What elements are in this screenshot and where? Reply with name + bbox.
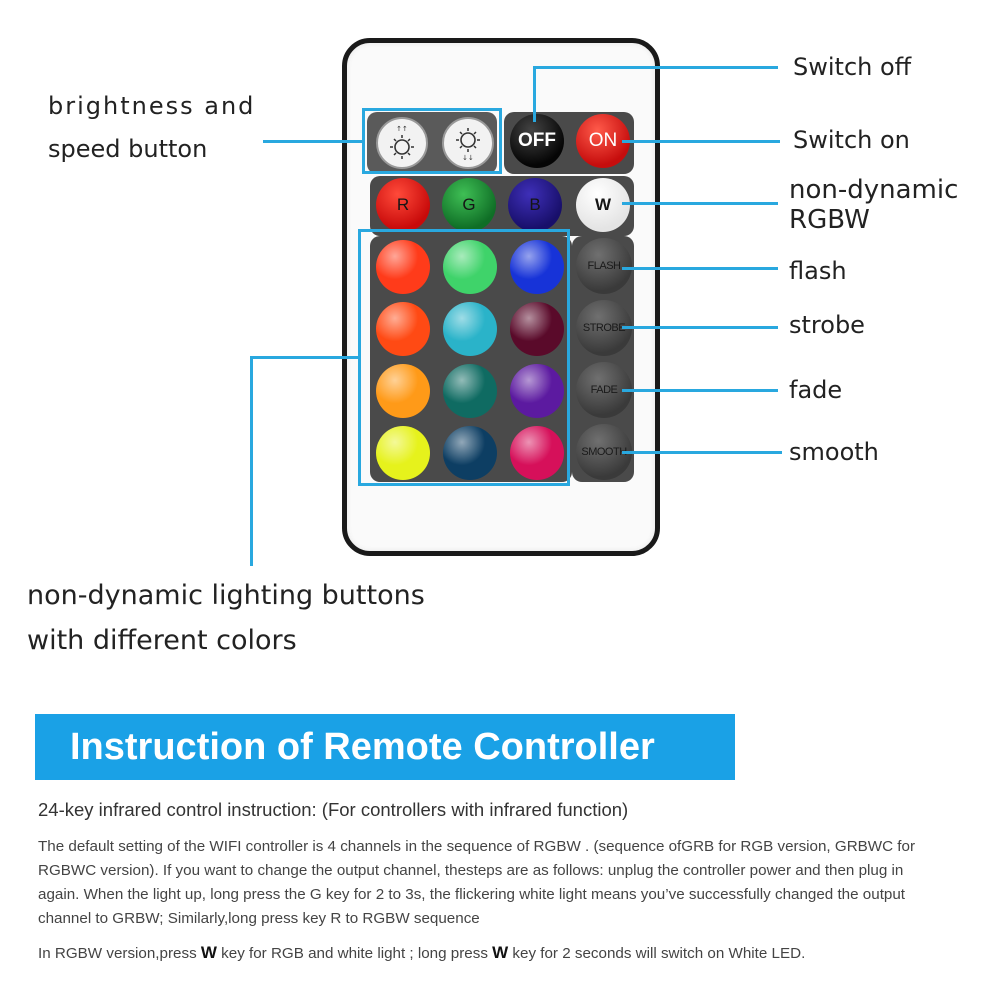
white-button[interactable]: W	[576, 178, 630, 232]
smooth-button-label: SMOOTH	[581, 446, 627, 458]
switch-on-callout-line	[622, 140, 780, 143]
smooth-callout-line	[622, 451, 782, 454]
color-button[interactable]	[443, 426, 497, 480]
rgbw-callout-line	[622, 202, 778, 205]
blue-button[interactable]: B	[508, 178, 562, 232]
switch-off-callout-line	[533, 66, 778, 69]
flash-button[interactable]: FLASH	[576, 238, 632, 294]
color-button[interactable]	[510, 302, 564, 356]
color-button[interactable]	[376, 302, 430, 356]
green-label: G	[462, 195, 476, 214]
lighting-callout-vertical	[250, 356, 253, 566]
strobe-callout-line	[622, 326, 778, 329]
non-dynamic-rgbw-label-line1: non-dynamic	[789, 175, 959, 205]
smooth-button[interactable]: SMOOTH	[576, 424, 632, 480]
color-grid-highlight-frame	[358, 229, 570, 486]
white-label: W	[594, 195, 612, 214]
lighting-label-line1: non-dynamic lighting buttons	[27, 580, 425, 611]
flash-label: flash	[789, 257, 847, 285]
instruction-w-key-note: In RGBW version,press W key for RGB and …	[38, 943, 958, 963]
color-button[interactable]	[443, 240, 497, 294]
brightness-up-icon: ↑↑	[390, 125, 414, 159]
brightness-label-line1: brightness and	[48, 92, 256, 120]
brightness-down-icon: ↓↓	[456, 128, 480, 162]
svg-text:↑↑: ↑↑	[396, 125, 408, 133]
color-button[interactable]	[443, 364, 497, 418]
fade-button-label: FADE	[590, 384, 618, 396]
switch-off-callout-vertical	[533, 66, 536, 122]
on-label: ON	[588, 130, 618, 151]
lighting-label-line2: with different colors	[27, 625, 297, 656]
color-button[interactable]	[376, 240, 430, 294]
off-label: OFF	[518, 130, 556, 151]
lighting-callout-horizontal	[250, 356, 360, 359]
note-text-1: In RGBW version,press	[38, 945, 201, 962]
switch-off-label: Switch off	[793, 53, 912, 81]
flash-button-label: FLASH	[587, 260, 621, 272]
strobe-button-label: STROBE	[582, 322, 626, 334]
blue-label: B	[529, 195, 541, 214]
color-button[interactable]	[510, 426, 564, 480]
flash-callout-line	[622, 267, 778, 270]
note-key-w-2: W	[492, 943, 509, 962]
fade-label: fade	[789, 376, 843, 404]
red-label: R	[396, 195, 410, 214]
on-button[interactable]: ON	[576, 114, 630, 168]
smooth-label: smooth	[789, 438, 879, 466]
instruction-paragraph: The default setting of the WIFI controll…	[38, 838, 916, 927]
color-button[interactable]	[510, 240, 564, 294]
brightness-label-line2: speed button	[48, 135, 208, 163]
red-button[interactable]: R	[376, 178, 430, 232]
note-key-w-1: W	[200, 943, 217, 962]
svg-text:↓↓: ↓↓	[462, 154, 474, 162]
off-button[interactable]: OFF	[510, 114, 564, 168]
color-button[interactable]	[376, 364, 430, 418]
fade-callout-line	[622, 389, 778, 392]
instruction-title: Instruction of Remote Controller	[70, 726, 655, 768]
switch-on-label: Switch on	[793, 126, 910, 154]
brightness-down-button[interactable]: ↓↓	[442, 117, 494, 169]
green-button[interactable]: G	[442, 178, 496, 232]
strobe-label: strobe	[789, 311, 865, 339]
fade-button[interactable]: FADE	[576, 362, 632, 418]
color-button[interactable]	[510, 364, 564, 418]
non-dynamic-rgbw-label-line2: RGBW	[789, 205, 870, 235]
brightness-highlight-frame	[362, 108, 502, 174]
instruction-banner	[35, 714, 735, 780]
color-button[interactable]	[376, 426, 430, 480]
color-button[interactable]	[443, 302, 497, 356]
note-text-3: key for 2 seconds will switch on White L…	[508, 945, 806, 962]
note-text-2: key for RGB and white light ; long press	[216, 945, 493, 962]
brightness-callout-line	[263, 140, 362, 143]
brightness-up-button[interactable]: ↑↑	[376, 117, 428, 169]
instruction-subtitle: 24-key infrared control instruction: (Fo…	[38, 799, 629, 820]
